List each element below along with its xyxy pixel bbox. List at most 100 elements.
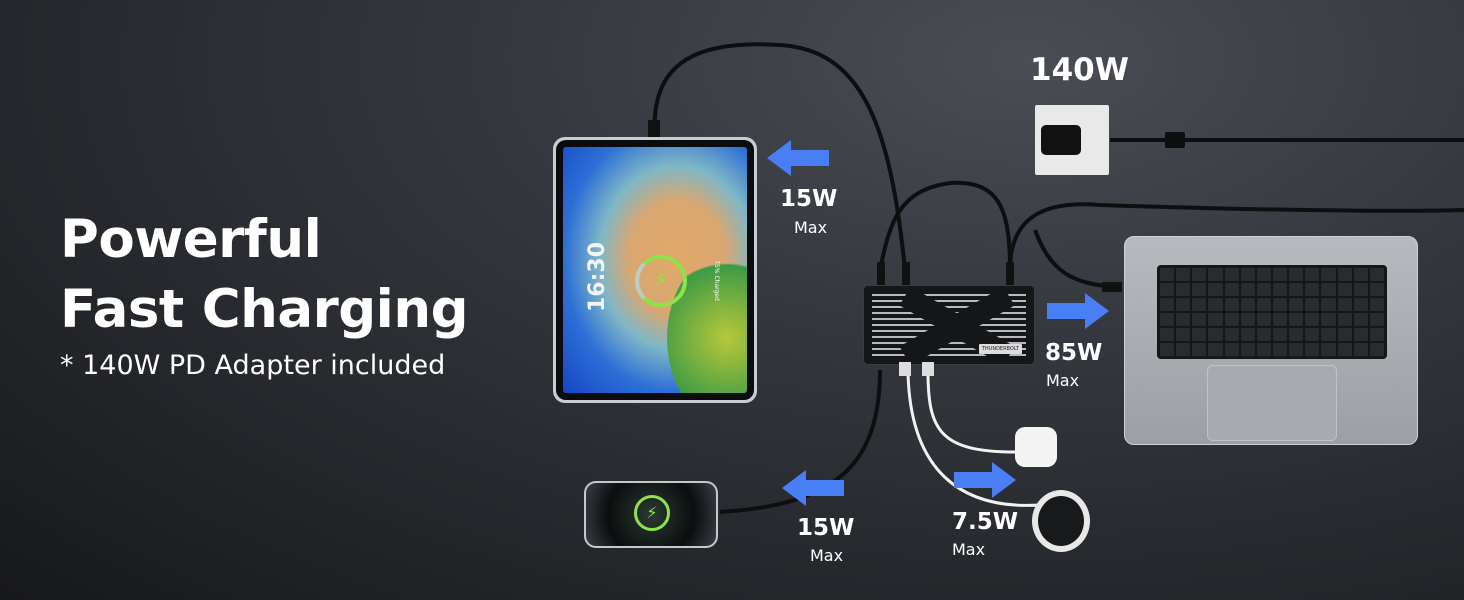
phone-watt: 15W [797,515,855,541]
phone: ⚡ [584,481,718,548]
key [1321,298,1336,311]
arrow-left-icon [782,470,844,506]
key [1369,313,1384,326]
headline-line1: Powerful [60,209,322,270]
accessory-max: Max [952,540,986,559]
key [1273,298,1288,311]
key [1256,313,1271,326]
laptop [1124,236,1418,445]
key [1256,268,1271,281]
key [1192,328,1207,341]
hub-badge: THUNDERBOLT [978,344,1022,354]
key [1337,268,1352,281]
key [1305,283,1320,296]
key [1256,298,1271,311]
key [1224,328,1239,341]
key [1256,343,1271,356]
key [1321,283,1336,296]
key [1273,343,1288,356]
key [1176,313,1191,326]
arrow-right-icon [1047,293,1109,329]
key [1176,283,1191,296]
key [1208,268,1223,281]
tablet-charge-status: 75% Charged [712,260,720,301]
key [1273,313,1288,326]
key [1337,298,1352,311]
key [1208,313,1223,326]
key [1240,298,1255,311]
key [1305,313,1320,326]
key [1273,283,1288,296]
key [1305,298,1320,311]
laptop-watt: 85W [1045,340,1103,366]
key [1289,268,1304,281]
keyboard [1157,265,1387,359]
key [1224,283,1239,296]
key [1176,268,1191,281]
key [1369,268,1384,281]
earbuds-case [1015,427,1057,467]
tablet-watt: 15W [780,186,838,212]
charging-ring-icon: ⚡ [634,495,670,531]
key [1240,268,1255,281]
key [1160,283,1175,296]
charging-ring-icon: ⚡ [635,255,687,307]
key [1160,298,1175,311]
watch-cable [906,371,1041,507]
laptop-cable [1033,229,1121,289]
tablet: 16:30 ⚡ 75% Charged [553,137,757,403]
key [1224,268,1239,281]
key [1353,298,1368,311]
key [1176,343,1191,356]
key [1289,328,1304,341]
key [1208,343,1223,356]
key [1240,283,1255,296]
key [1176,298,1191,311]
key [1353,268,1368,281]
arrow-right-icon [954,462,1016,498]
docking-hub: THUNDERBOLT [863,285,1035,365]
key [1176,328,1191,341]
key [1353,328,1368,341]
power-adapter [1035,105,1109,175]
key [1273,328,1288,341]
key [1224,313,1239,326]
key [1353,313,1368,326]
key [1208,298,1223,311]
key [1256,328,1271,341]
key [1353,283,1368,296]
tablet-max: Max [794,218,828,237]
watch-charger [1032,490,1090,552]
headline-line2: Fast Charging [60,279,469,340]
key [1160,313,1175,326]
key [1208,283,1223,296]
key [1224,343,1239,356]
key [1289,343,1304,356]
key [1337,313,1352,326]
usb-a-port [922,362,934,376]
key [1192,313,1207,326]
key [1337,328,1352,341]
headline: Powerful Fast Charging [60,205,469,345]
key [1208,328,1223,341]
key [1192,298,1207,311]
key [1369,328,1384,341]
key [1192,343,1207,356]
tablet-clock: 16:30 [585,241,610,312]
adapter-wattage: 140W [1030,52,1129,88]
key [1353,343,1368,356]
key [1289,313,1304,326]
key [1321,343,1336,356]
key [1305,268,1320,281]
key [1192,283,1207,296]
phone-max: Max [810,546,844,565]
key [1160,328,1175,341]
key [1273,268,1288,281]
key [1256,283,1271,296]
key [1160,268,1175,281]
key [1224,298,1239,311]
key [1337,283,1352,296]
key [1240,343,1255,356]
subtitle: * 140W PD Adapter included [60,350,446,381]
